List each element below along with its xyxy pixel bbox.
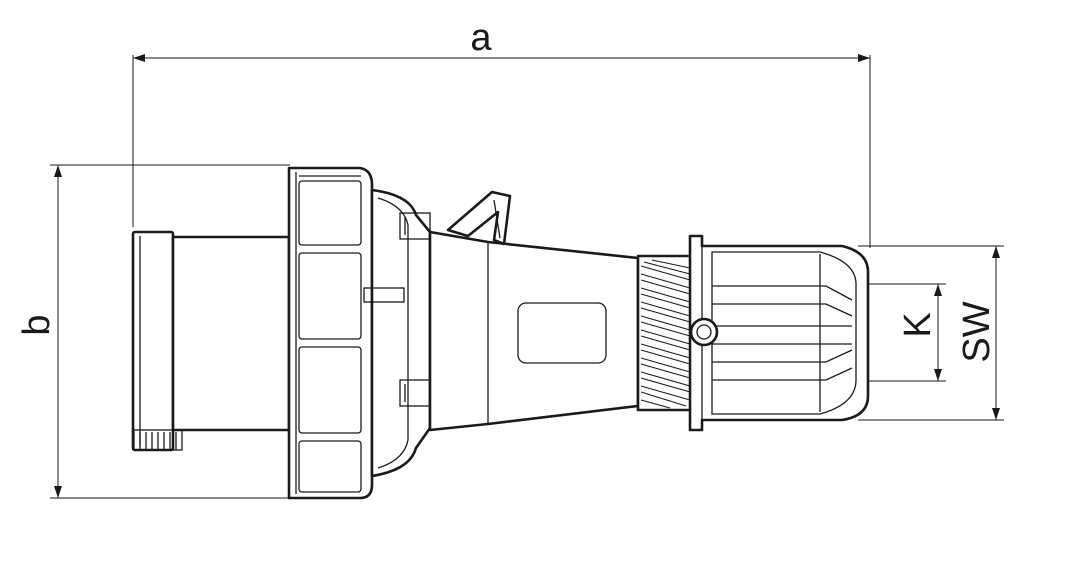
label-window: [517, 302, 607, 364]
socket-face: [131, 230, 291, 452]
thread-section: [636, 254, 696, 412]
connector-outline: [131, 166, 870, 500]
dimension-b: b: [16, 164, 290, 499]
dimension-b-label: b: [16, 314, 58, 335]
latch-hook: [446, 190, 512, 246]
dimension-k-label: K: [897, 312, 939, 337]
dimension-sw-label: SW: [956, 301, 998, 362]
dimension-k: K: [868, 283, 946, 382]
collar-flange: [363, 188, 432, 478]
gland-nut: [688, 234, 870, 432]
dimension-sw: SW: [858, 245, 1004, 421]
tapered-body: [428, 230, 640, 432]
screw-head: [689, 317, 719, 347]
contact-pins: [133, 429, 183, 451]
dimension-a-label: a: [470, 17, 492, 59]
dimension-a: a: [132, 17, 871, 248]
coupling-ring: [287, 166, 374, 500]
